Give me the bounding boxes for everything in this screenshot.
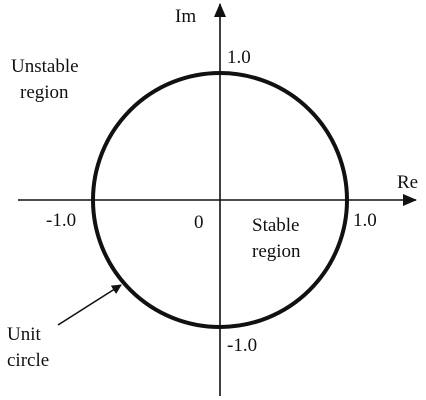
- unit-circle-label-line1: Unit: [7, 324, 42, 345]
- imaginary-axis-label: Im: [175, 6, 196, 27]
- origin-label: 0: [194, 212, 204, 233]
- im-positive-tick: 1.0: [227, 47, 251, 68]
- unstable-region-label-line1: Unstable: [11, 56, 79, 77]
- im-negative-tick: -1.0: [227, 335, 257, 356]
- stable-region-label-line1: Stable: [252, 215, 300, 236]
- re-negative-tick: -1.0: [46, 210, 76, 231]
- stable-region-label-line2: region: [252, 241, 301, 262]
- real-axis-label: Re: [397, 172, 418, 193]
- re-positive-tick: 1.0: [353, 210, 377, 231]
- unit-circle-label-line2: circle: [7, 350, 49, 371]
- unit-circle: [91, 71, 349, 329]
- unit-circle-pointer-arrow: [57, 284, 122, 326]
- unstable-region-label-line2: region: [20, 82, 69, 103]
